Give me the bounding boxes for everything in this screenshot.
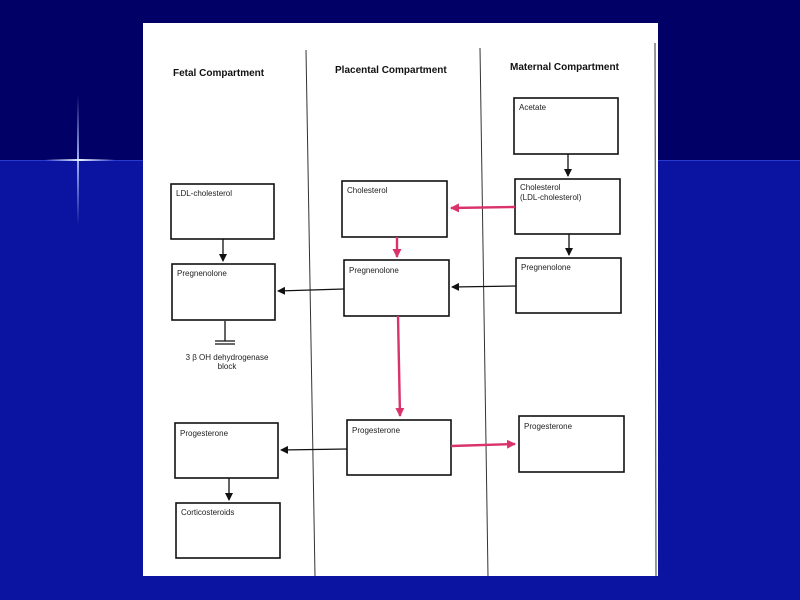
header-maternal-compartment: Maternal Compartment: [510, 62, 620, 73]
box-fetal-ldl-cholesterol: [170, 183, 275, 240]
diagram-paper: Fetal Compartment Placental Compartment …: [143, 23, 658, 576]
block-note-line-1: 3 β OH dehydrogenase: [186, 353, 269, 362]
box-fetal-progesterone: [174, 422, 279, 479]
header-fetal-compartment: Fetal Compartment: [173, 68, 265, 79]
divider-fetal-placental: [305, 49, 316, 576]
box-maternal-cholesterol-label-2: (LDL-cholesterol): [520, 193, 582, 202]
arrow-placental-to-maternal-progesterone: [450, 439, 516, 449]
arrow-maternal-to-placental-pregnenolone: [451, 282, 517, 291]
header-placental-compartment: Placental Compartment: [335, 65, 447, 76]
box-placental-pregnenolone: [343, 259, 450, 317]
slide-sparkle-horizontal: [45, 159, 115, 161]
box-maternal-pregnenolone-label: Pregnenolone: [521, 263, 571, 272]
box-placental-progesterone-label: Progesterone: [352, 426, 401, 435]
box-fetal-corticosteroids-label: Corticosteroids: [181, 508, 234, 517]
block-note-line-2: block: [218, 362, 238, 371]
box-maternal-cholesterol: [514, 178, 621, 235]
box-placental-cholesterol-label: Cholesterol: [347, 186, 388, 195]
divider-right-edge: [654, 42, 657, 576]
box-maternal-progesterone: [518, 415, 625, 473]
box-maternal-cholesterol-label-1: Cholesterol: [520, 183, 561, 192]
box-acetate: [513, 97, 619, 155]
arrow-placental-to-fetal-pregnenolone: [277, 286, 345, 295]
divider-placental-maternal: [479, 47, 489, 576]
box-fetal-pregnenolone: [171, 263, 276, 321]
box-placental-progesterone: [346, 419, 452, 476]
box-maternal-pregnenolone: [515, 257, 622, 314]
box-fetal-pregnenolone-label: Pregnenolone: [177, 269, 227, 278]
box-fetal-ldl-cholesterol-label: LDL-cholesterol: [176, 189, 232, 198]
steroidogenesis-diagram: Fetal Compartment Placental Compartment …: [170, 42, 657, 576]
arrow-maternal-to-placental-cholesterol: [450, 203, 516, 213]
box-fetal-progesterone-label: Progesterone: [180, 429, 229, 438]
box-placental-cholesterol: [341, 180, 448, 238]
box-acetate-label: Acetate: [519, 103, 547, 112]
box-maternal-progesterone-label: Progesterone: [524, 422, 573, 431]
box-fetal-corticosteroids: [175, 502, 281, 559]
arrow-placental-pregnenolone-to-progesterone: [395, 315, 405, 417]
box-placental-pregnenolone-label: Pregnenolone: [349, 266, 399, 275]
arrow-placental-to-fetal-progesterone: [280, 445, 348, 454]
